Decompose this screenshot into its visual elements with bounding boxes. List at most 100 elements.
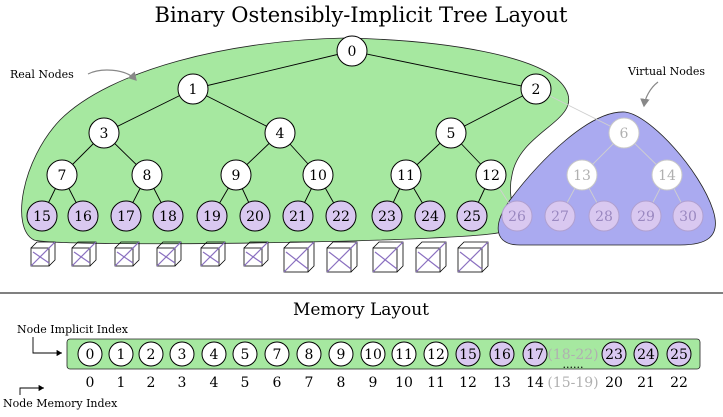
tree-node-7: 7 [46, 159, 78, 191]
node-circle [177, 73, 209, 105]
node-memory-index-label: Node Memory Index [3, 397, 118, 410]
node-label: 12 [482, 168, 500, 184]
tree-node-10: 10 [302, 159, 334, 191]
leaf-cube [415, 241, 447, 273]
tree-node-5: 5 [435, 117, 467, 149]
node-circle [239, 200, 271, 232]
node-circle [520, 73, 552, 105]
leaf-cube [243, 241, 269, 267]
virtual-nodes-label: Virtual Nodes [627, 65, 705, 78]
node-label: 9 [232, 168, 241, 184]
virtual-node-13: 13 [566, 159, 598, 191]
diagram-title: Binary Ostensibly-Implicit Tree Layout [155, 3, 569, 27]
tree-edge [351, 50, 537, 90]
node-implicit-index-label: Node Implicit Index [17, 323, 129, 336]
memory-cell-label: 16 [493, 347, 511, 363]
tree-edge [535, 88, 625, 134]
memory-index-20: 20 [605, 375, 623, 391]
node-circle [608, 117, 640, 149]
memory-index-11: 11 [427, 375, 445, 391]
tree-node-8: 8 [131, 159, 163, 191]
memory-cell-7: 7 [264, 341, 290, 367]
tree-node-15: 15 [26, 200, 58, 232]
memory-index-8: 8 [337, 375, 346, 391]
memory-cell-label: 10 [364, 347, 382, 363]
memory-cell-11: 11 [391, 341, 417, 367]
leaf-cube [200, 241, 226, 267]
node-circle [336, 35, 368, 67]
memory-cell-label: 11 [395, 347, 413, 363]
memory-index-2: 2 [147, 375, 156, 391]
node-label: 27 [551, 209, 569, 225]
node-circle [46, 159, 78, 191]
node-label: 19 [203, 209, 221, 225]
node-circle [475, 159, 507, 191]
memory-cell-3: 3 [169, 341, 195, 367]
memory-index-4: 4 [210, 375, 219, 391]
node-circle [152, 200, 184, 232]
node-circle [131, 159, 163, 191]
memory-cell-8: 8 [296, 341, 322, 367]
node-label: 1 [189, 82, 198, 98]
memory-layout-title: Memory Layout [293, 300, 429, 320]
node-label: 13 [573, 168, 591, 184]
real-nodes-label: Real Nodes [10, 68, 74, 81]
node-label: 24 [421, 209, 439, 225]
memory-index-14: 14 [526, 375, 544, 391]
node-label: 14 [658, 168, 676, 184]
node-label: 6 [620, 126, 629, 142]
memory-cell-label: 23 [605, 347, 623, 363]
node-label: 23 [378, 209, 396, 225]
leaf-cube [30, 241, 56, 267]
memory-index-12: 12 [459, 375, 477, 391]
memory-cell-5: 5 [232, 341, 258, 367]
node-label: 5 [447, 126, 456, 142]
memory-cell-label: 0 [86, 347, 95, 363]
node-label: 4 [276, 126, 285, 142]
memory-gap-dots: ...... [563, 358, 584, 371]
memory-cell-label: 12 [427, 347, 445, 363]
node-label: 3 [100, 126, 109, 142]
memory-cell-label: 4 [210, 347, 219, 363]
node-label: 22 [332, 209, 350, 225]
virtual-nodes-arrow [640, 81, 659, 108]
memory-index-13: 13 [493, 375, 511, 391]
memory-cell-15: 15 [455, 341, 481, 367]
node-label: 18 [159, 209, 177, 225]
memory-cell-label: 9 [337, 347, 346, 363]
memory-index-1: 1 [117, 375, 126, 391]
memory-cell-17: 17 [522, 341, 548, 367]
node-circle [456, 200, 488, 232]
tree-node-11: 11 [390, 159, 422, 191]
memory-cell-label: 25 [670, 347, 688, 363]
memory-cell-label: 17 [526, 347, 544, 363]
memory-cell-0: 0 [77, 341, 103, 367]
memory-index-7: 7 [305, 375, 314, 391]
memory-cell-24: 24 [633, 341, 659, 367]
tree-node-2: 2 [520, 73, 552, 105]
node-label: 0 [348, 44, 357, 60]
memory-index-10: 10 [395, 375, 413, 391]
node-label: 8 [143, 168, 152, 184]
tree-node-0: 0 [336, 35, 368, 67]
node-label: 7 [58, 168, 67, 184]
node-circle [501, 200, 533, 232]
tree-edge [450, 88, 537, 134]
memory-cell-label: 7 [273, 347, 282, 363]
node-label: 16 [74, 209, 92, 225]
node-circle [371, 200, 403, 232]
node-circle [302, 159, 334, 191]
virtual-node-28: 28 [588, 200, 620, 232]
memory-cell-25: 25 [666, 341, 692, 367]
node-circle [566, 159, 598, 191]
node-circle [110, 200, 142, 232]
node-circle [26, 200, 58, 232]
node-circle [282, 200, 314, 232]
node-circle [390, 159, 422, 191]
tree-node-19: 19 [196, 200, 228, 232]
tree-node-20: 20 [239, 200, 271, 232]
node-circle [651, 159, 683, 191]
memory-index-5: 5 [241, 375, 250, 391]
memory-cell-label: 3 [178, 347, 187, 363]
